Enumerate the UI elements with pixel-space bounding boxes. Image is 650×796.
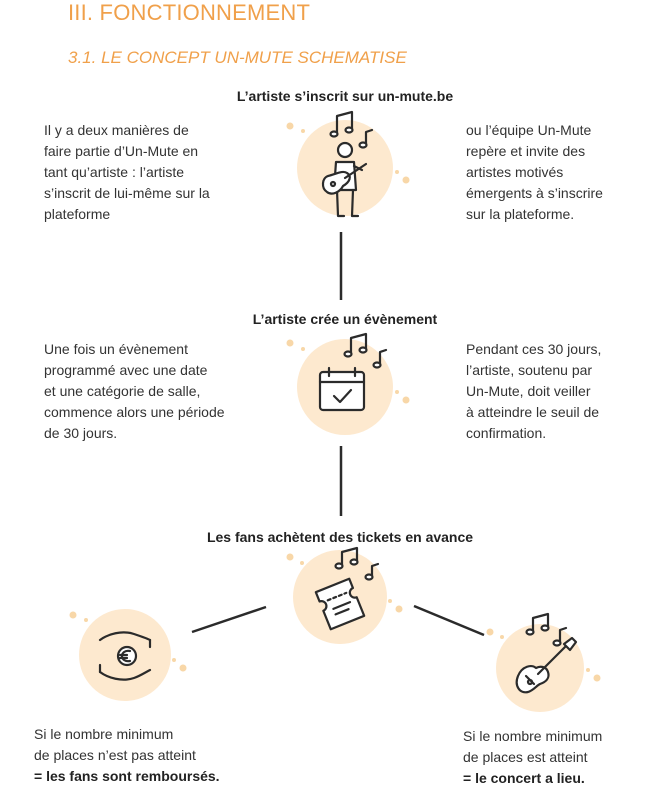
step-title-3: Les fans achètent des tickets en avance bbox=[206, 529, 474, 545]
step-title-1: L’artiste s’inscrit sur un-mute.be bbox=[236, 88, 454, 104]
connector-line-right bbox=[413, 604, 485, 637]
calendar-check-icon bbox=[286, 332, 410, 435]
subsection-heading: 3.1. LE CONCEPT UN-MUTE SCHEMATISE bbox=[68, 48, 407, 67]
step1-left-text: Il y a deux manières de faire partie d’U… bbox=[44, 122, 210, 222]
step1-right-text: ou l’équipe Un-Mute repère et invite des… bbox=[466, 122, 603, 222]
step-title-2: L’artiste crée un évènement bbox=[252, 311, 438, 327]
outcome-reached-result: = le concert a lieu. bbox=[463, 770, 585, 786]
step2-left-text: Une fois un évènement programmé avec une… bbox=[44, 341, 225, 441]
outcome-reached: Si le nombre minimum de places est attei… bbox=[463, 726, 643, 789]
step2-right-text: Pendant ces 30 jours, l’artiste, soutenu… bbox=[466, 341, 602, 441]
outcome-not-reached: Si le nombre minimum de places n’est pas… bbox=[34, 724, 274, 787]
outcome-reached-line2: de places est atteint bbox=[463, 749, 588, 765]
connector-line-left bbox=[191, 605, 267, 634]
ticket-icon bbox=[286, 546, 403, 644]
outcome-not-reached-line2: de places n’est pas atteint bbox=[34, 747, 196, 763]
outcome-reached-line1: Si le nombre minimum bbox=[463, 728, 603, 744]
guitarist-icon bbox=[286, 110, 410, 218]
outcome-not-reached-line1: Si le nombre minimum bbox=[34, 726, 174, 742]
section-heading: III. FONCTIONNEMENT bbox=[68, 0, 311, 25]
electric-guitar-icon bbox=[486, 612, 601, 712]
outcome-not-reached-result: = les fans sont remboursés. bbox=[34, 768, 220, 784]
refund-hands-euro-icon bbox=[69, 609, 187, 701]
